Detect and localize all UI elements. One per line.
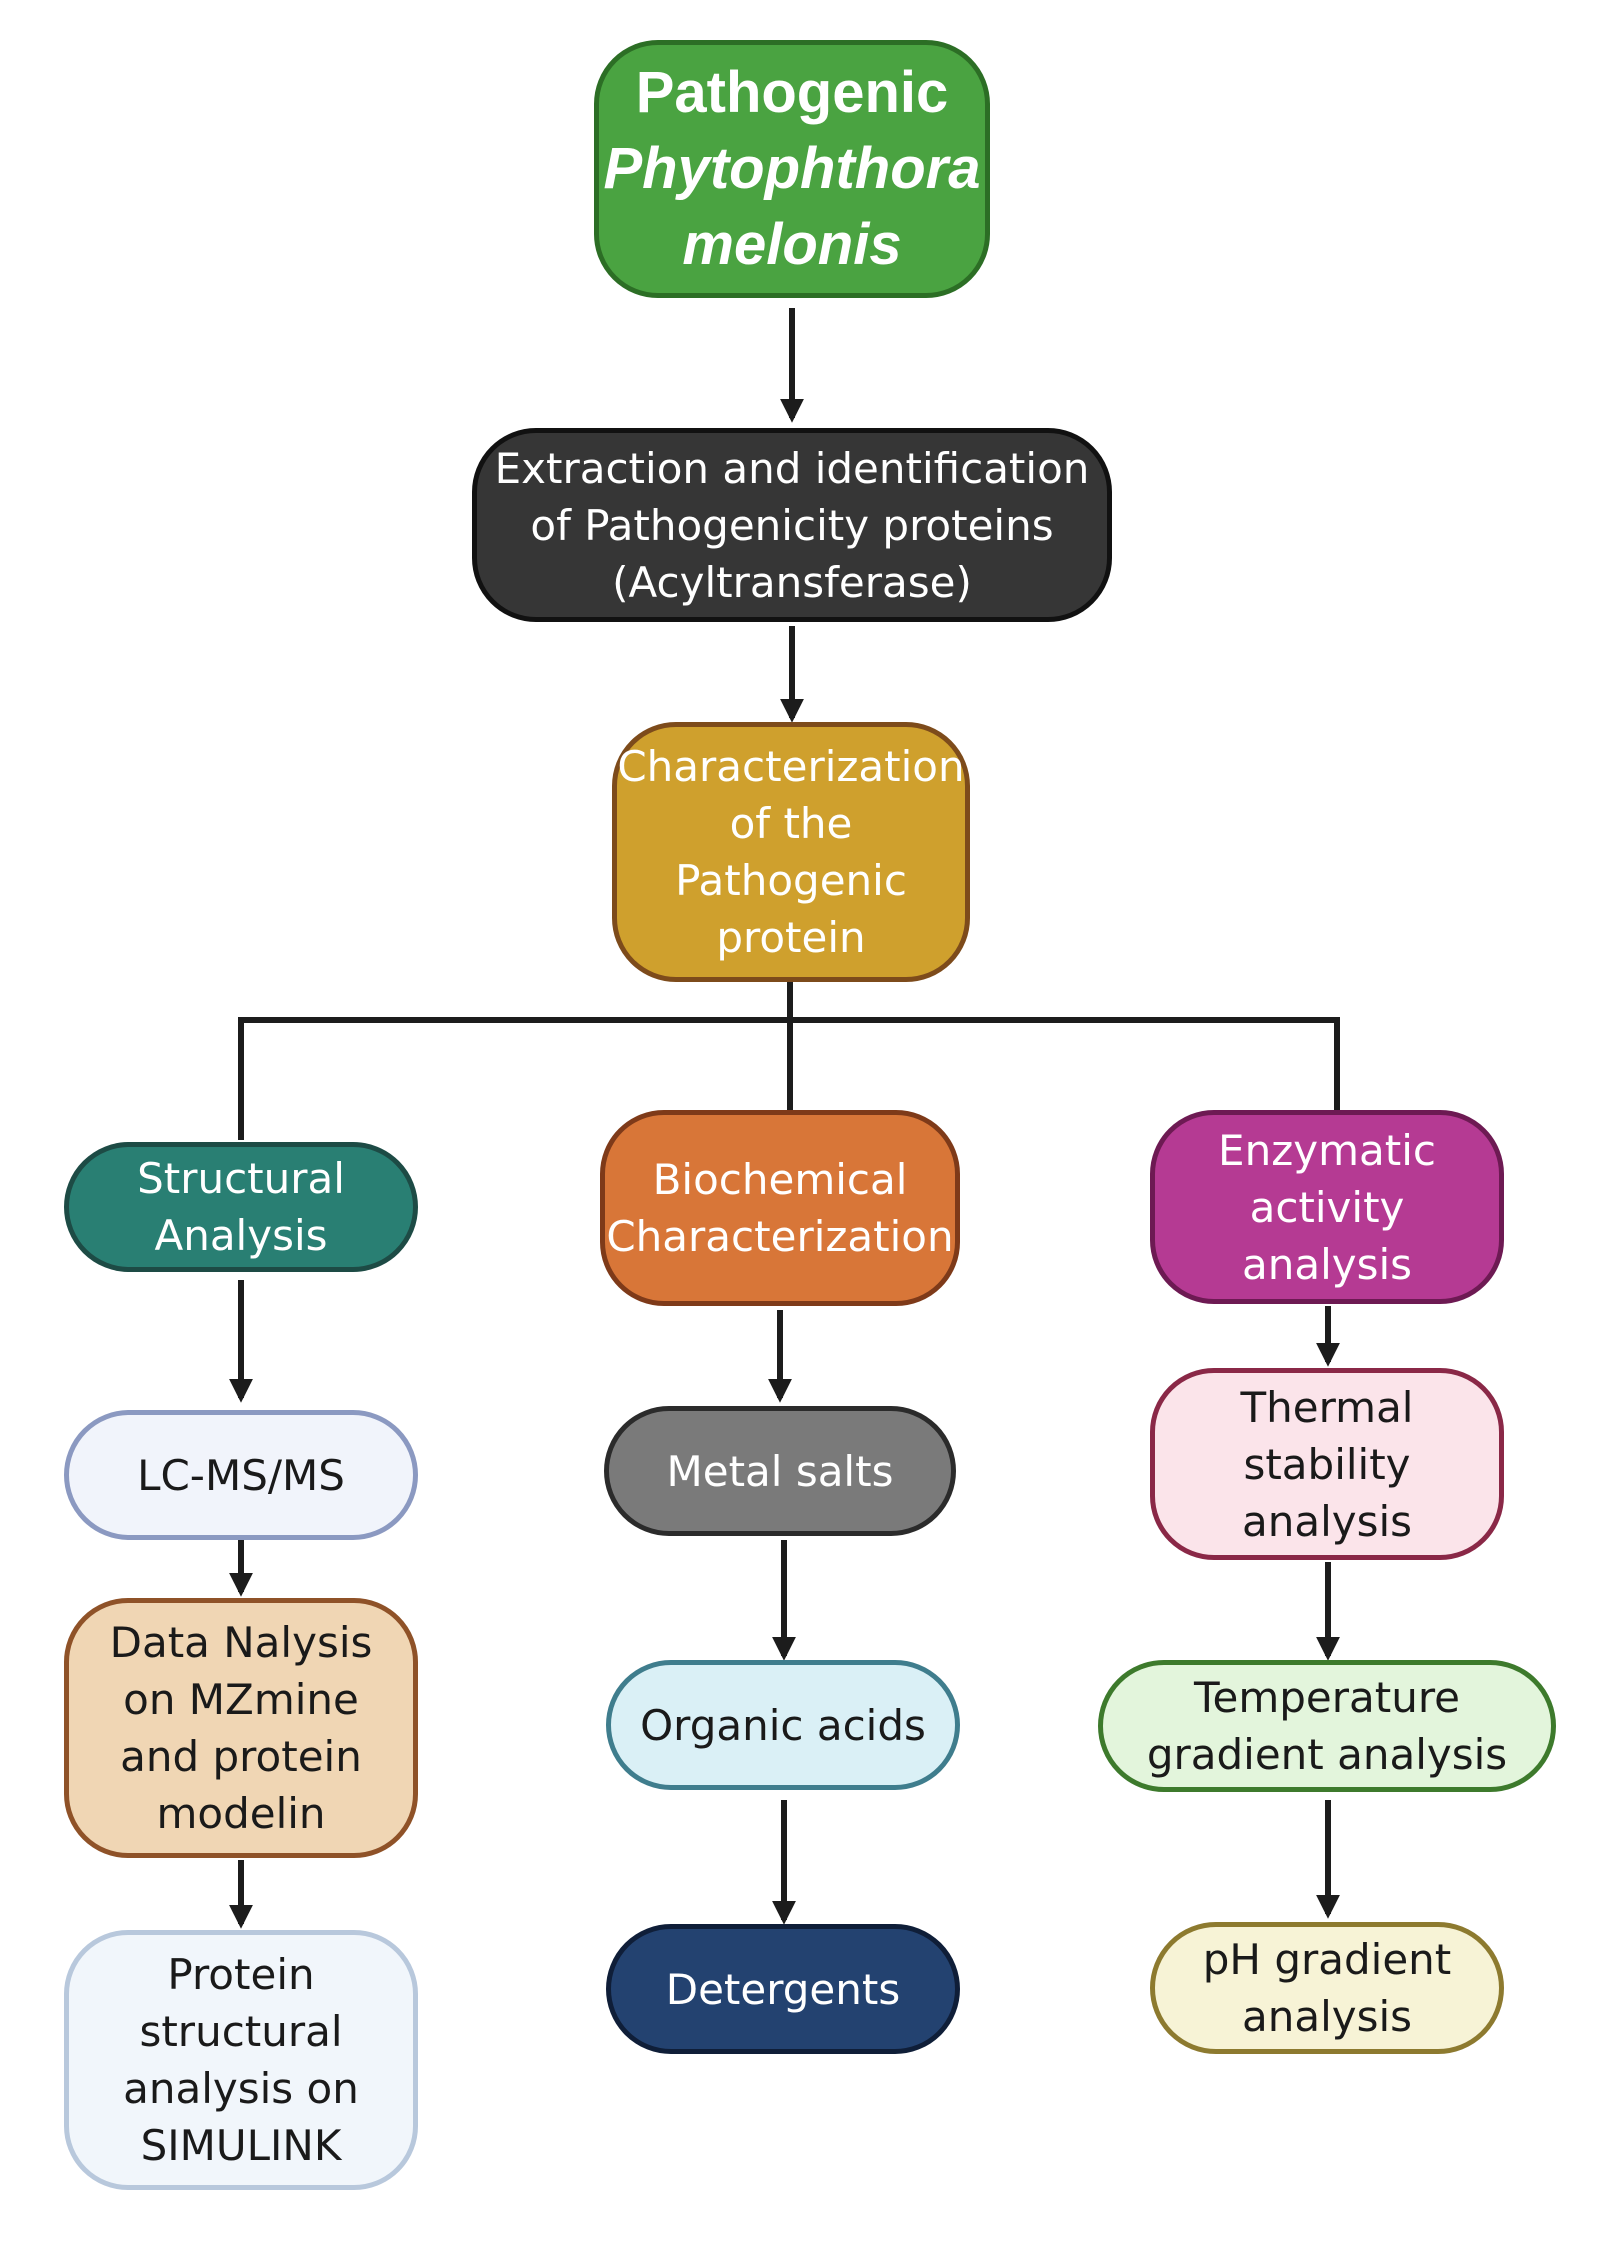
data-analysis-line-1: Data Nalysis xyxy=(109,1618,373,1667)
root-line-1: Pathogenic xyxy=(635,60,949,125)
enzymatic-line-1: Enzymatic xyxy=(1218,1125,1436,1175)
ph-gradient-box: pH gradient analysis xyxy=(1150,1922,1504,2054)
enzymatic-activity-box: Enzymatic activity analysis xyxy=(1150,1110,1504,1304)
structural-line-2: Analysis xyxy=(154,1211,328,1260)
protein-structural-line-2: structural xyxy=(139,2007,343,2056)
data-analysis-line-3: and protein xyxy=(120,1732,362,1781)
extraction-identification-box: Extraction and identification of Pathoge… xyxy=(472,428,1112,622)
enzymatic-line-3: analysis xyxy=(1241,1239,1413,1289)
root-line-3: melonis xyxy=(682,212,902,277)
temperature-line-1: Temperature xyxy=(1193,1673,1461,1722)
protein-structural-line-4: SIMULINK xyxy=(140,2121,342,2170)
metal-salts-line-1: Metal salts xyxy=(666,1446,894,1496)
protein-structural-line-3: analysis on xyxy=(123,2064,359,2113)
temperature-line-2: gradient analysis xyxy=(1146,1730,1508,1779)
detergents-box: Detergents xyxy=(606,1924,960,2054)
lcms-box: LC-MS/MS xyxy=(64,1410,418,1540)
lcms-line-1: LC-MS/MS xyxy=(137,1450,345,1500)
root-line-2: Phytophthora xyxy=(603,136,981,201)
data-analysis-line-2: on MZmine xyxy=(123,1675,359,1724)
enzymatic-line-2: activity xyxy=(1249,1182,1405,1232)
structural-line-1: Structural xyxy=(137,1154,345,1203)
organic-acids-box: Organic acids xyxy=(606,1660,960,1790)
extraction-line-1: Extraction and identification xyxy=(494,443,1090,493)
thermal-line-2: stability xyxy=(1243,1439,1411,1489)
pathogenic-phytophthora-melonis-box: Pathogenic Phytophthora melonis xyxy=(594,40,990,298)
characterization-line-4: protein xyxy=(716,913,866,962)
protein-structural-box: Protein structural analysis on SIMULINK xyxy=(64,1930,418,2190)
ph-line-2: analysis xyxy=(1241,1992,1413,2041)
extraction-line-2: of Pathogenicity proteins xyxy=(530,500,1054,550)
data-analysis-box: Data Nalysis on MZmine and protein model… xyxy=(64,1598,418,1858)
characterization-line-1: Characterization xyxy=(617,742,965,791)
thermal-line-3: analysis xyxy=(1241,1496,1413,1546)
thermal-stability-box: Thermal stability analysis xyxy=(1150,1368,1504,1560)
protein-structural-line-1: Protein xyxy=(167,1950,315,1999)
data-analysis-line-4: modelin xyxy=(156,1789,326,1838)
metal-salts-box: Metal salts xyxy=(604,1406,956,1536)
detergents-line-1: Detergents xyxy=(665,1964,901,2014)
biochemical-characterization-box: Biochemical Characterization xyxy=(600,1110,960,1306)
temperature-gradient-box: Temperature gradient analysis xyxy=(1098,1660,1556,1792)
extraction-line-3: (Acyltransferase) xyxy=(612,557,972,607)
biochemical-line-2: Characterization xyxy=(606,1212,954,1261)
biochemical-line-1: Biochemical xyxy=(652,1155,908,1204)
characterization-line-2: of the xyxy=(729,799,853,848)
structural-analysis-box: Structural Analysis xyxy=(64,1142,418,1272)
ph-line-1: pH gradient xyxy=(1202,1935,1452,1984)
thermal-line-1: Thermal xyxy=(1240,1382,1414,1432)
organic-acids-line-1: Organic acids xyxy=(640,1700,926,1750)
characterization-line-3: Pathogenic xyxy=(675,856,907,905)
characterization-box: Characterization of the Pathogenic prote… xyxy=(612,722,970,982)
